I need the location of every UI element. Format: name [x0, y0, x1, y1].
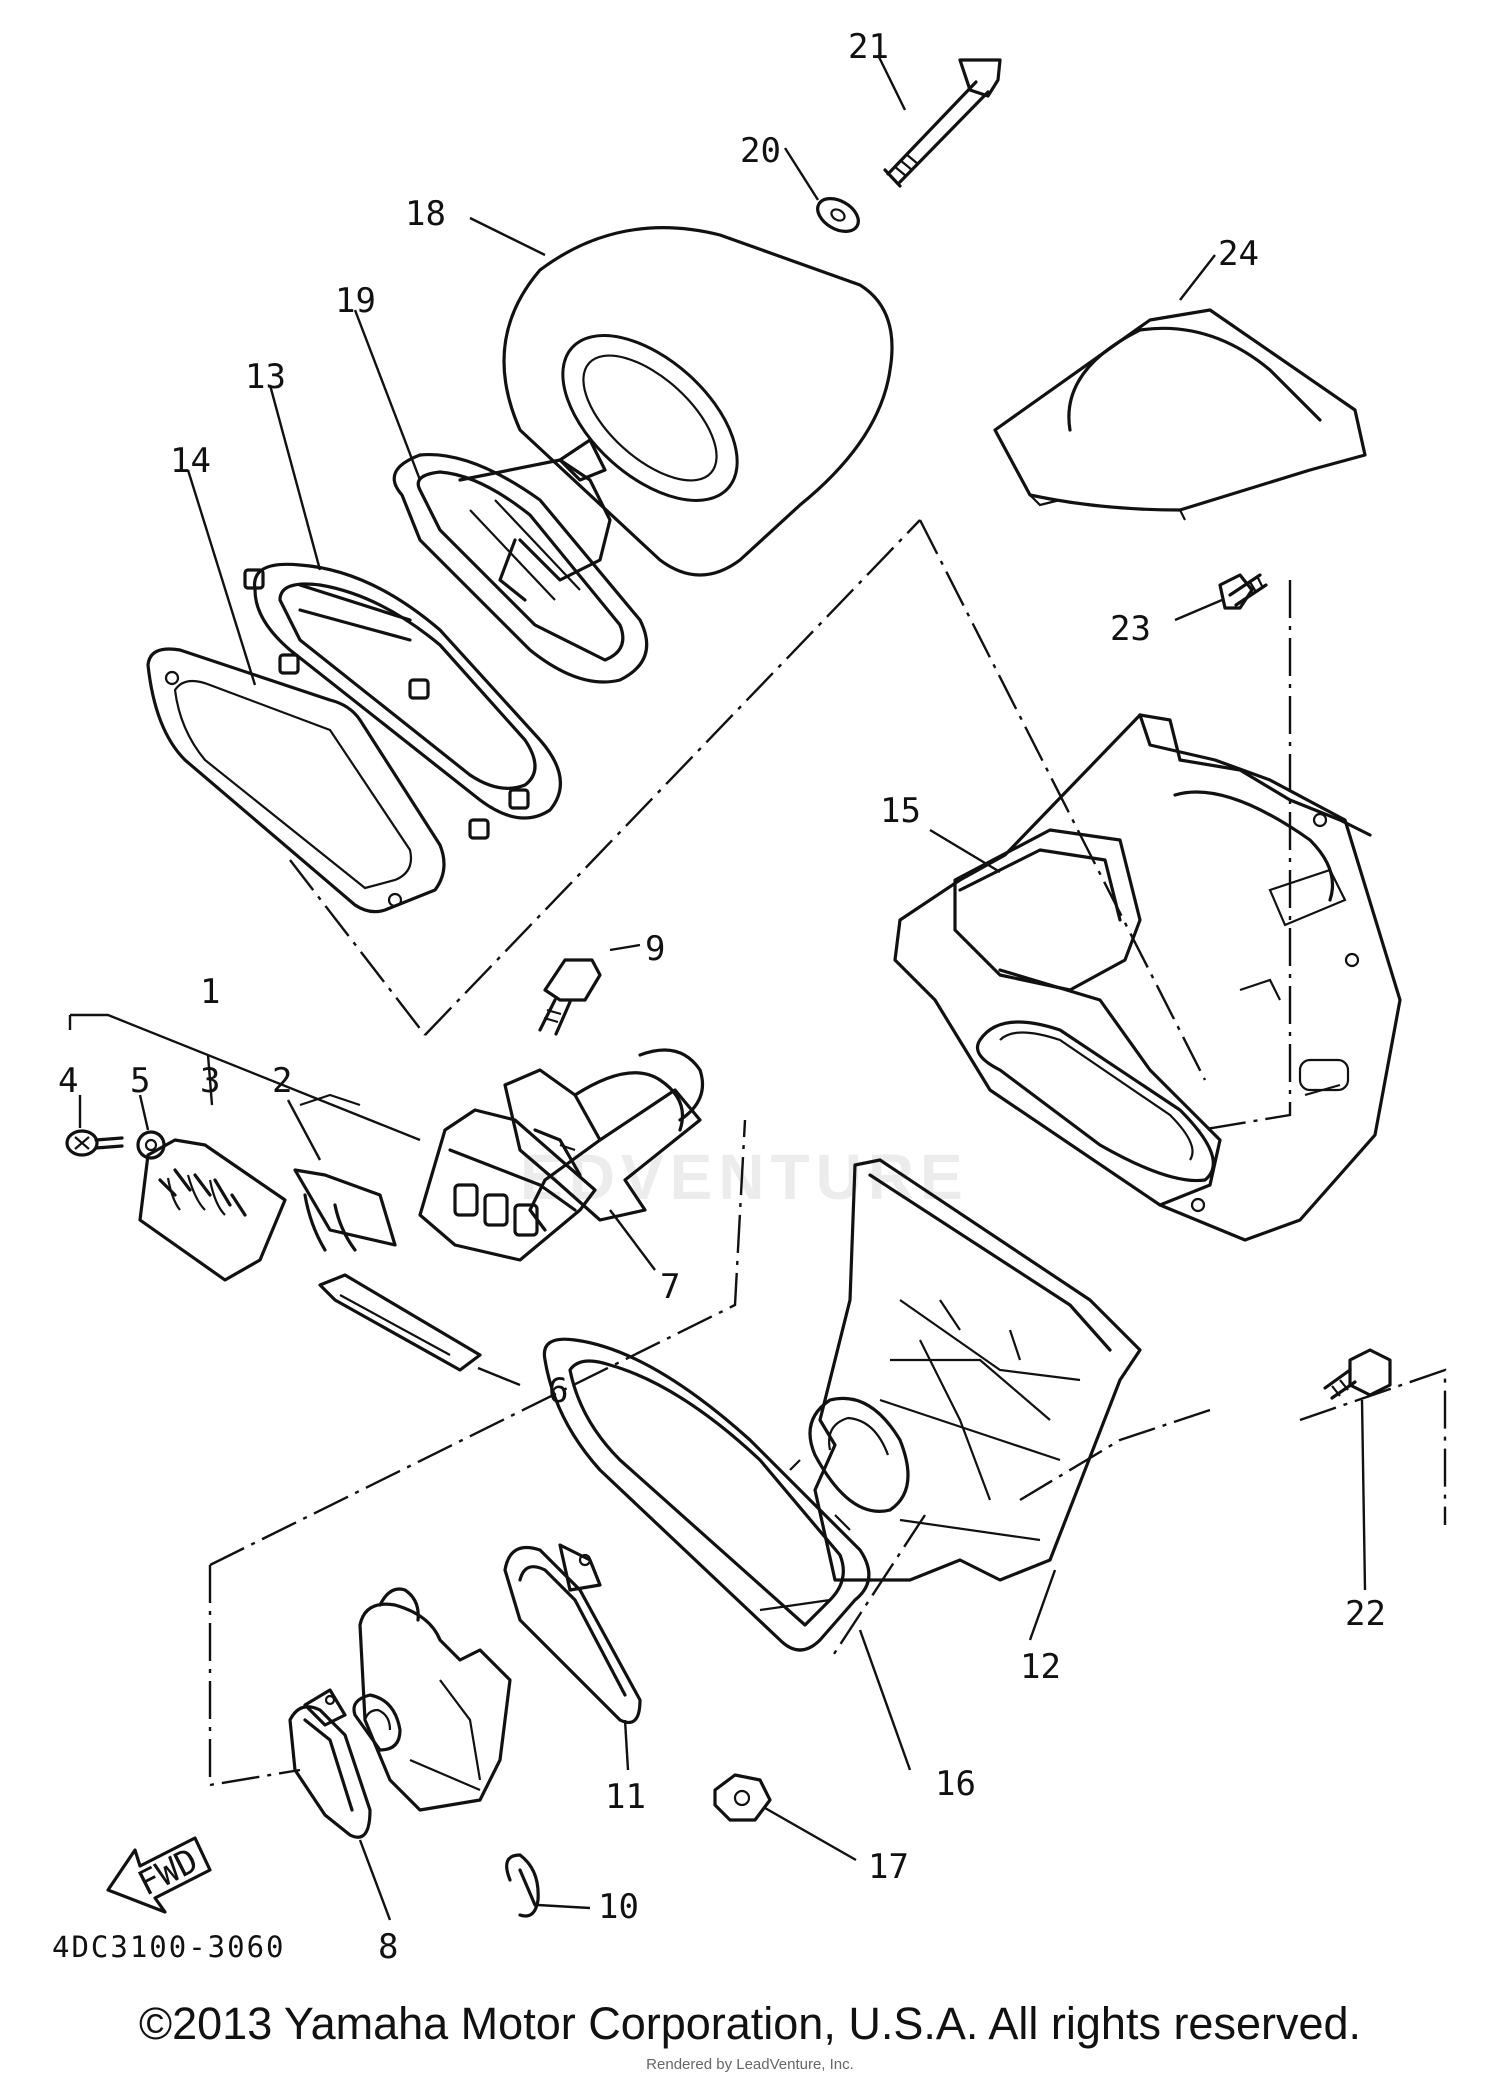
alignment-line	[1199, 580, 1292, 1132]
callout-7: 7	[660, 1267, 680, 1307]
callout-24: 24	[1218, 234, 1259, 274]
copyright-notice: ©2013 Yamaha Motor Corporation, U.S.A. A…	[138, 1998, 1362, 2049]
washer-part	[136, 1130, 166, 1160]
rendered-by-note: Rendered by LeadVenture, Inc.	[646, 2056, 854, 2073]
alignment-line	[828, 1514, 927, 1661]
alignment-line	[918, 519, 1207, 1081]
callout-22: 22	[1345, 1594, 1386, 1634]
hose-clamp-part	[288, 1688, 372, 1839]
callout-23: 23	[1110, 609, 1151, 649]
callout-9: 9	[645, 929, 665, 969]
callout-8: 8	[378, 1927, 398, 1967]
fwd-label: FWD	[132, 1841, 205, 1905]
callout-18: 18	[405, 194, 446, 234]
callout-3: 3	[200, 1061, 220, 1101]
callout-19: 19	[335, 281, 376, 321]
washer-part	[816, 197, 860, 233]
diagram-code: 4DC3100-3060	[52, 1930, 286, 1964]
callout-16: 16	[935, 1764, 976, 1804]
air-filter-element-part	[502, 226, 894, 577]
reed-gasket-part	[318, 1273, 482, 1372]
callout-6: 6	[548, 1371, 568, 1411]
filter-guide-part	[392, 438, 649, 684]
screw-part	[65, 1129, 124, 1157]
forward-arrow-icon: FWD	[106, 1836, 212, 1914]
callout-15: 15	[880, 791, 921, 831]
alignment-line	[209, 1119, 747, 1567]
callout-10: 10	[598, 1887, 639, 1927]
alignment-line	[289, 859, 426, 1036]
callout-14: 14	[170, 441, 211, 481]
callout-labels: 21 20 18 24 19 13 14 23 15 9 1 4 5 3 2 7…	[58, 27, 1386, 1967]
carburetor-part	[352, 1587, 512, 1812]
air-box-cover-part	[993, 308, 1367, 521]
nut-part	[713, 1773, 772, 1822]
intake-manifold-part	[503, 1048, 705, 1232]
alignment-line	[1019, 1408, 1211, 1502]
alignment-line	[1299, 1368, 1447, 1525]
callout-2: 2	[272, 1061, 292, 1101]
gasket-part	[146, 647, 446, 914]
callout-5: 5	[130, 1061, 150, 1101]
callout-11: 11	[605, 1777, 646, 1817]
bolt-part	[538, 958, 602, 1036]
callout-12: 12	[1020, 1647, 1061, 1687]
bolt-part	[1323, 1348, 1392, 1400]
callout-21: 21	[848, 27, 889, 67]
leader-lines	[78, 54, 1367, 1921]
bolt-part	[1218, 573, 1268, 610]
hose-clip-part	[505, 1853, 540, 1918]
air-box-part	[893, 713, 1402, 1242]
boot-gasket-part	[542, 1337, 871, 1652]
flange-plate-part	[243, 562, 562, 840]
callout-13: 13	[245, 357, 286, 397]
reed-valve-assembly-part	[68, 1013, 597, 1282]
alignment-line	[208, 1565, 301, 1787]
hose-clamp-part	[503, 1543, 642, 1725]
intake-boot-part	[789, 1158, 1142, 1582]
callout-1: 1	[200, 972, 220, 1012]
wing-bolt-part	[883, 58, 1002, 188]
callout-4: 4	[58, 1061, 78, 1101]
callout-17: 17	[868, 1847, 909, 1887]
alignment-line	[424, 519, 921, 1036]
callout-20: 20	[740, 131, 781, 171]
